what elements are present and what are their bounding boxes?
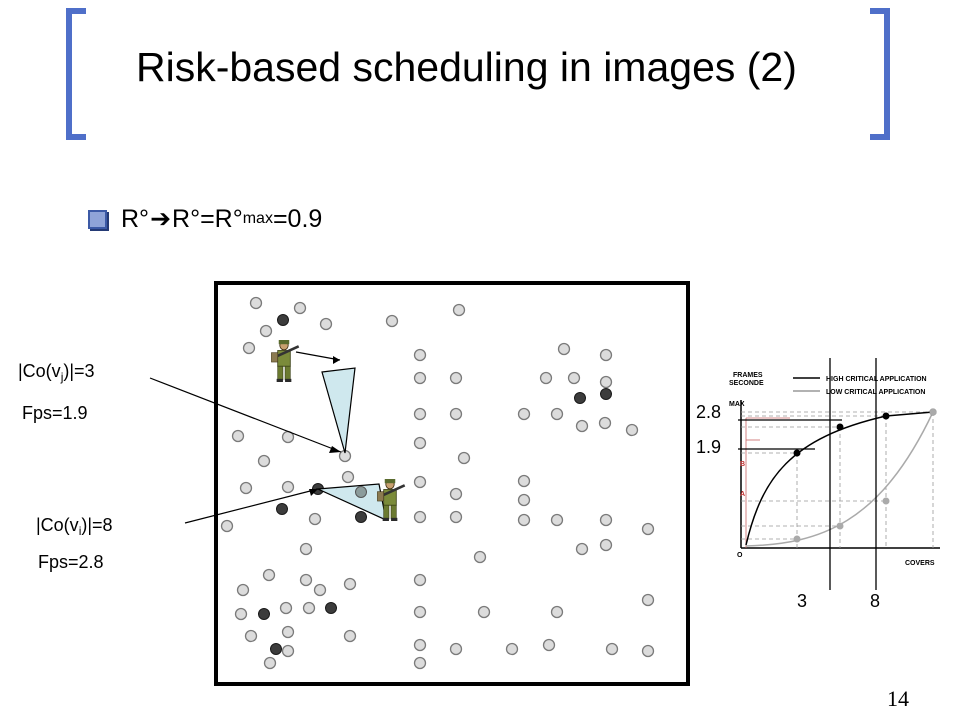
checkbox-bullet-icon (88, 209, 107, 229)
covered-nodes (258, 314, 612, 655)
soldier-j-icon (270, 338, 301, 384)
b-label: B (740, 461, 745, 468)
x-axis-title: COVERS (905, 560, 935, 567)
left-bracket (66, 8, 86, 140)
camera-i-fov (315, 483, 387, 522)
low-curve-points (793, 408, 937, 543)
bullet-suffix: =0.9 (272, 204, 323, 233)
pointer-line-i (184, 488, 319, 524)
fps-j-label: Fps=1.9 (22, 403, 88, 423)
coj-label: |Co(vj)|=3 (18, 361, 95, 384)
pointer-line-j (149, 377, 342, 453)
max-label: MAX (729, 401, 745, 408)
pointer-i-arrowhead (309, 489, 318, 496)
page-number: 14 (887, 686, 909, 711)
low-critical-curve (745, 411, 934, 547)
bullet-prefix: R° (121, 204, 150, 233)
right-bracket (870, 8, 890, 140)
camera-j-fov (321, 367, 356, 454)
scene-frame (214, 281, 690, 686)
origin-label: O (737, 552, 743, 559)
empty-nodes (220, 296, 655, 670)
chart-red-guides (745, 417, 790, 548)
pointer-j-arrowhead (329, 446, 341, 453)
bullet-middle: R°=R° (172, 204, 243, 233)
marker-x-8-label: 8 (870, 591, 880, 611)
y-axis-title: FRAMES (733, 372, 763, 379)
marker-x-3-label: 3 (797, 591, 807, 611)
right-arrow-icon: ➔ (150, 205, 172, 233)
risk-chart: FRAMES SECONDE COVERS MAX B A O HIGH CRI… (696, 358, 940, 611)
bullet-subscript: max (242, 210, 273, 227)
camera-j-arrowhead (333, 356, 340, 364)
a-label: A (740, 491, 745, 498)
fps-i-label: Fps=2.8 (38, 552, 104, 572)
marker-y-high-label: 2.8 (696, 402, 721, 422)
camera-j-direction (295, 351, 341, 361)
high-critical-curve (745, 411, 934, 546)
bullet-item: R° ➔ R°=R°max=0.9 (88, 204, 322, 234)
marker-y-low-label: 1.9 (696, 437, 721, 457)
y-axis-title-2: SECONDE (729, 380, 764, 387)
target-node (355, 486, 367, 498)
slide-title: Risk-based scheduling in images (2) (136, 44, 797, 90)
coi-label: |Co(vi)|=8 (36, 515, 113, 538)
